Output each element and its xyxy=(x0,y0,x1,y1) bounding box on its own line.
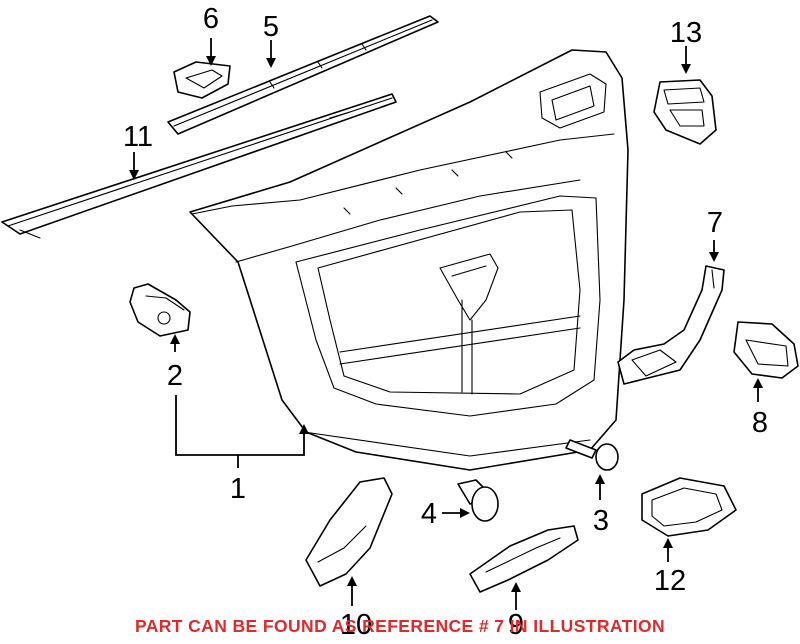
callout-labels: 6 5 11 13 2 1 7 8 3 4 12 10 9 xyxy=(123,3,768,641)
part-8-end-cap xyxy=(733,321,799,379)
part-10-cover xyxy=(305,477,393,587)
callout-2: 2 xyxy=(167,360,183,392)
reference-note: PART CAN BE FOUND AS REFERENCE # 7 IN IL… xyxy=(134,616,666,636)
part-7-pull-handle xyxy=(617,265,725,385)
callout-9: 9 xyxy=(508,609,524,641)
callout-1: 1 xyxy=(230,473,246,505)
callout-13: 13 xyxy=(670,17,702,49)
part-13-switch xyxy=(653,79,717,145)
callout-11: 11 xyxy=(123,121,153,153)
callout-3: 3 xyxy=(593,505,609,537)
part-3-screw xyxy=(565,439,619,471)
callout-10: 10 xyxy=(340,609,372,641)
part-4-push-clip xyxy=(457,479,499,522)
part-9-trim-piece xyxy=(469,525,579,593)
callout-8: 8 xyxy=(752,407,768,439)
part-2-clip xyxy=(129,283,191,337)
callout-7: 7 xyxy=(707,207,723,239)
leader-lines xyxy=(129,38,763,610)
part-6-retainer-clip xyxy=(173,61,231,99)
part-12-bezel xyxy=(641,477,737,537)
callout-5: 5 xyxy=(263,11,279,43)
part-1-door-trim-panel xyxy=(189,49,629,471)
callout-4: 4 xyxy=(421,498,437,530)
callout-12: 12 xyxy=(654,565,686,597)
part-5-upper-trim-strip xyxy=(167,15,439,135)
part-11-window-trim-strip xyxy=(1,93,397,239)
callout-6: 6 xyxy=(203,3,219,35)
